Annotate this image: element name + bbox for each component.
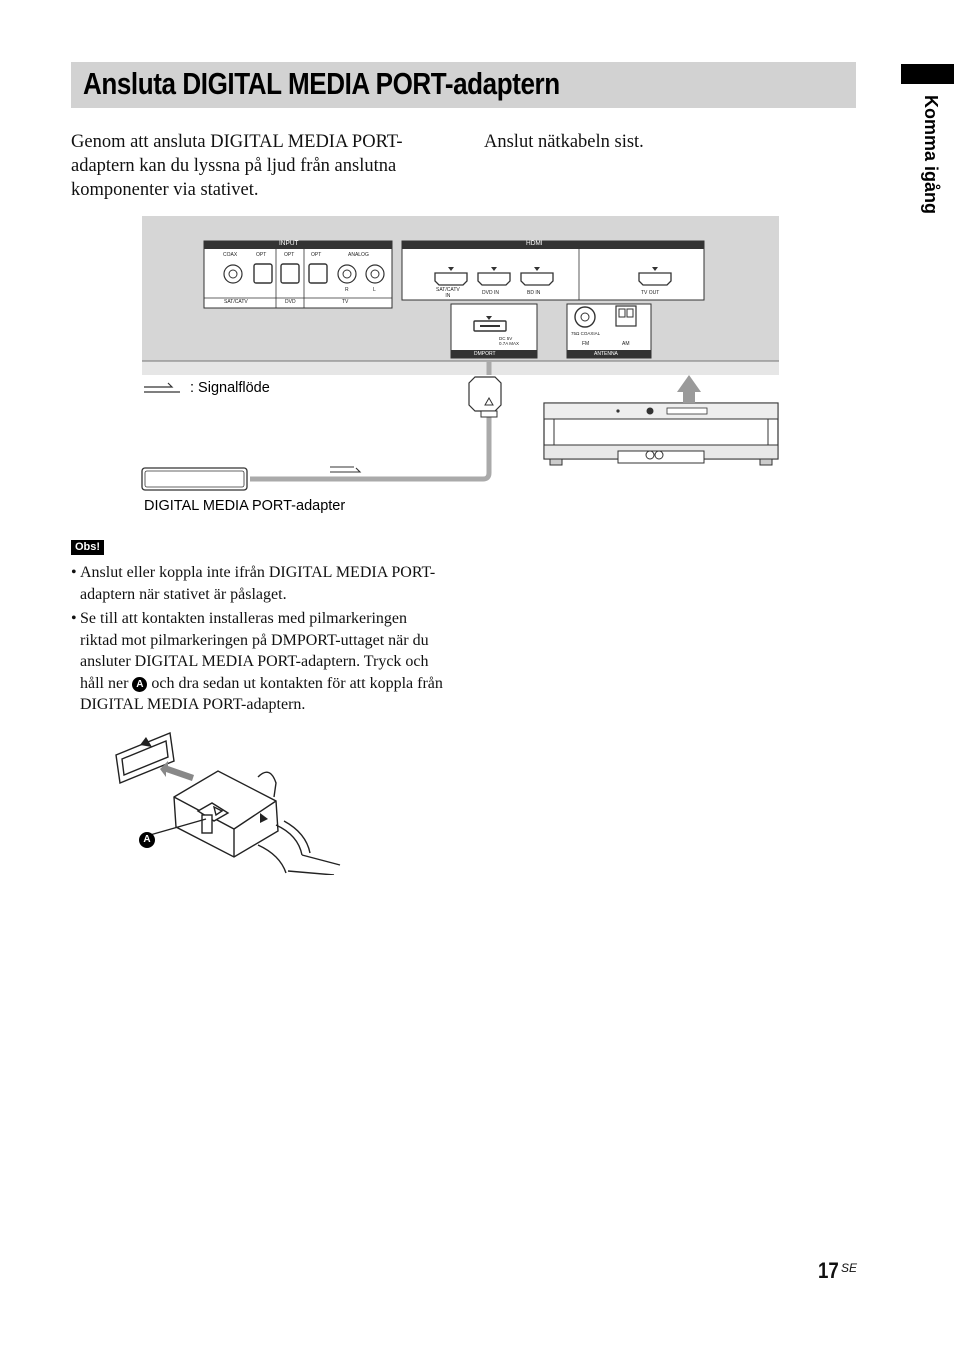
- signal-legend-arrow: [144, 382, 180, 393]
- analog-l-jack: [365, 264, 385, 284]
- antenna-block: [566, 303, 652, 359]
- hdmi-header: HDMI: [526, 240, 543, 247]
- optical-jack: [253, 263, 273, 284]
- page-title: Ansluta DIGITAL MEDIA PORT-adaptern: [83, 66, 560, 101]
- antenna-label: ANTENNA: [594, 351, 618, 357]
- adapter-cable: [250, 417, 492, 482]
- analog-label: ANALOG: [348, 252, 369, 258]
- l-label: L: [373, 287, 376, 293]
- coax-jack: [223, 264, 243, 284]
- dc-rating-label: DC 5V 0.7A MAX: [499, 336, 520, 346]
- dmport-plug: [468, 376, 502, 412]
- am-terminal: [615, 305, 637, 327]
- adapter-box: [141, 467, 248, 491]
- hdmi-sat-catv-label: SAT/CATV IN: [436, 287, 460, 299]
- adapter-caption: DIGITAL MEDIA PORT-adapter: [144, 498, 346, 514]
- plug-drawing-svg: [115, 732, 341, 876]
- flow-arrow: [330, 466, 362, 473]
- sat-catv-label: SAT/CATV: [224, 299, 248, 305]
- dvd-in-label: DVD IN: [482, 290, 499, 296]
- tv-label: TV: [342, 299, 349, 305]
- diagram-drawing: [141, 216, 779, 491]
- hdmi-block: [401, 240, 705, 301]
- opt-label: OPT: [284, 252, 295, 258]
- r-label: R: [345, 287, 349, 293]
- stand-illustration: [543, 402, 779, 466]
- note-text: Se till att kontakten installeras med pi…: [71, 608, 446, 716]
- opt-label: OPT: [256, 252, 267, 258]
- optical-jack: [280, 263, 300, 284]
- hdmi-port: [520, 272, 554, 286]
- intro-paragraph-2: Anslut nätkabeln sist.: [484, 132, 644, 152]
- bullet: •: [71, 610, 77, 627]
- marker-a-inline: A: [132, 676, 148, 692]
- analog-r-jack: [337, 264, 357, 284]
- page-number: 17: [818, 1258, 839, 1283]
- connection-diagram: INPUT HDMI COAX OPT OPT OPT ANALOG R L S…: [140, 215, 782, 520]
- fm-jack: [574, 306, 596, 328]
- note-text-part: Se till att kontakten installeras med pi…: [80, 610, 429, 692]
- tv-out-label: TV OUT: [641, 290, 660, 296]
- hdmi-port: [434, 272, 468, 286]
- side-tab-marker: [901, 64, 954, 84]
- up-arrow: [677, 375, 701, 403]
- title-bar: Ansluta DIGITAL MEDIA PORT-adaptern: [71, 62, 856, 108]
- marker-a: A: [139, 832, 155, 848]
- obs-badge: Obs!: [71, 540, 105, 555]
- dvd-label: DVD: [285, 299, 296, 305]
- note-item: • Anslut eller koppla inte ifrån DIGITAL…: [71, 562, 446, 605]
- page-suffix: SE: [841, 1261, 858, 1275]
- bullet: •: [71, 564, 77, 581]
- plug-release-drawing: [108, 725, 348, 876]
- bd-in-label: BD IN: [527, 290, 541, 296]
- section-label: Komma igång: [921, 95, 941, 215]
- coax-label: COAX: [223, 252, 238, 258]
- hdmi-port: [638, 272, 672, 286]
- coaxial-label: 75Ω COAXIAL: [571, 331, 601, 336]
- signal-legend: : Signalflöde: [190, 380, 270, 396]
- input-header: INPUT: [279, 240, 299, 247]
- am-label: AM: [622, 341, 630, 347]
- optical-jack: [308, 263, 328, 284]
- intro-paragraph: Genom att ansluta DIGITAL MEDIA PORT-ada…: [71, 132, 403, 200]
- opt-label: OPT: [311, 252, 322, 258]
- dmport-label: DMPORT: [474, 351, 496, 357]
- fm-label: FM: [582, 341, 590, 347]
- note-item: • Se till att kontakten installeras med …: [71, 608, 446, 716]
- note-text-part: och dra sedan ut kontakten för att koppl…: [80, 674, 443, 714]
- hdmi-port: [477, 272, 511, 286]
- note-text: Anslut eller koppla inte ifrån DIGITAL M…: [80, 564, 436, 603]
